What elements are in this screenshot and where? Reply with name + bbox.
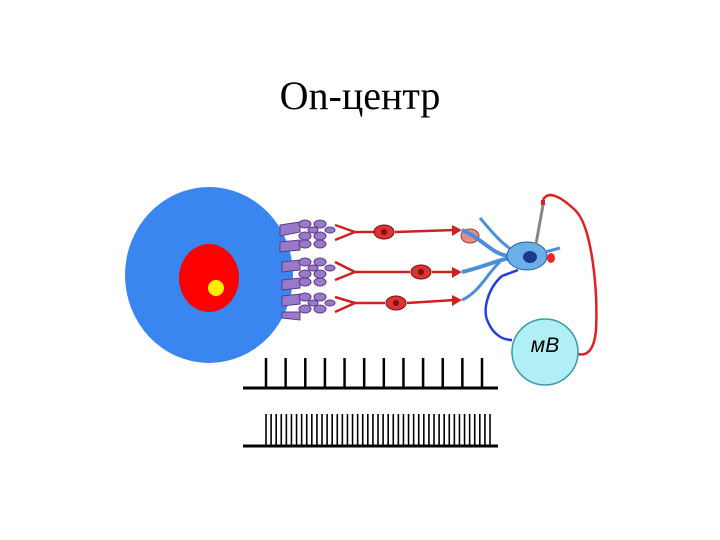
- reference-wire: [484, 268, 519, 342]
- voltmeter: [511, 318, 579, 386]
- spike-train-baseline: [243, 358, 498, 390]
- bipolar-layer: [334, 223, 480, 314]
- recording-wire: [541, 193, 598, 356]
- receptor-row-middle: [281, 257, 336, 291]
- receptor-row-top: [279, 219, 336, 253]
- light-stimulus-spot: [208, 280, 224, 296]
- voltmeter-label: мВ: [530, 334, 560, 357]
- spike-train-stimulated: [243, 414, 498, 448]
- photoreceptor-layer: [279, 219, 336, 321]
- recording-circuit: [484, 193, 598, 356]
- diagram-title: On-центр: [279, 73, 441, 118]
- electrode: [534, 204, 545, 245]
- ganglion-cell: [461, 217, 561, 302]
- receptive-field-center: [179, 244, 239, 312]
- receptor-row-bottom: [281, 292, 336, 321]
